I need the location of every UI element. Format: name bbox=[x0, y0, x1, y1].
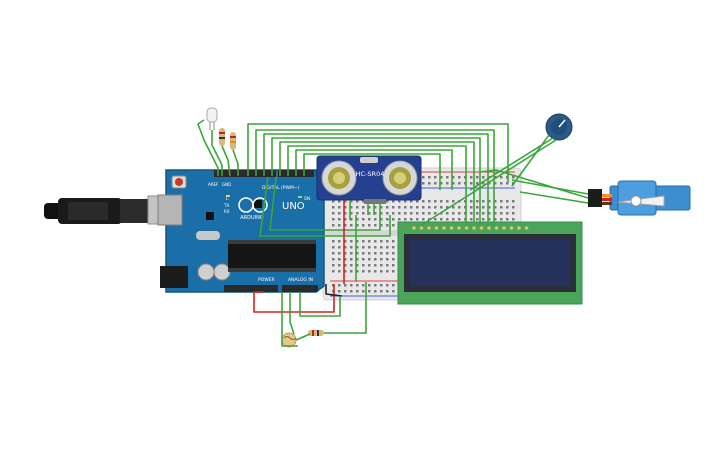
digital-label: DIGITAL (PWM~) bbox=[262, 185, 300, 191]
led[interactable] bbox=[206, 107, 218, 130]
tx-label: TX bbox=[223, 203, 229, 208]
wires bbox=[197, 119, 589, 347]
gnd-label: GND bbox=[222, 182, 231, 187]
potentiometer[interactable] bbox=[545, 113, 573, 141]
lcd-16x2[interactable] bbox=[397, 221, 583, 305]
resistor-2[interactable] bbox=[230, 132, 236, 150]
photoresistor[interactable] bbox=[281, 332, 297, 348]
arduino-uno[interactable]: ARDUINO UNO DIGITAL (PWM~) POWER ANALOG … bbox=[157, 169, 325, 293]
arduino-brand: ARDUINO bbox=[240, 215, 264, 221]
servo[interactable] bbox=[588, 180, 691, 216]
reset-button[interactable] bbox=[175, 178, 183, 186]
atmega-chip bbox=[228, 244, 316, 268]
rx-label: RX bbox=[224, 209, 230, 214]
arduino-model: UNO bbox=[282, 201, 305, 212]
resistor-1[interactable] bbox=[219, 128, 225, 146]
arduino-logo bbox=[238, 197, 268, 213]
analog-label: ANALOG IN bbox=[288, 277, 313, 283]
l-label: L bbox=[226, 196, 229, 201]
resistor-3[interactable] bbox=[308, 330, 324, 336]
ultrasonic-sensor[interactable]: HC-SR04 bbox=[316, 155, 422, 204]
lcd-screen bbox=[410, 240, 570, 286]
on-label: ON bbox=[304, 196, 310, 201]
lcd-pins bbox=[412, 226, 529, 230]
sensor-label: HC-SR04 bbox=[356, 170, 385, 178]
power-label: POWER bbox=[258, 277, 275, 283]
aref-label: AREF bbox=[208, 182, 219, 187]
